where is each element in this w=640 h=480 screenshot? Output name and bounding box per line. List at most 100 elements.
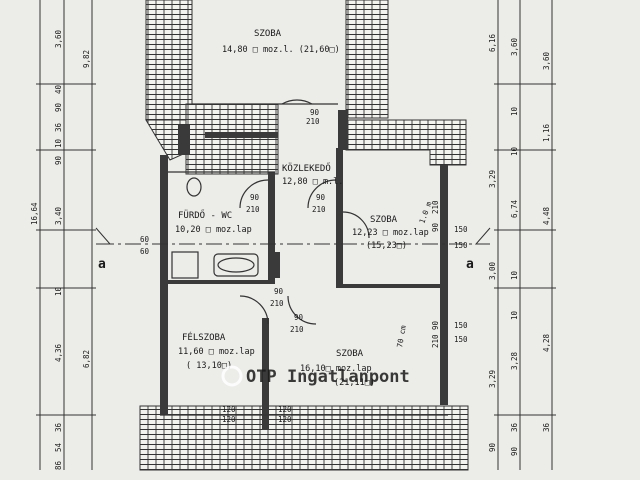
corridor-door-width: 90 [316, 193, 326, 202]
dim-right-12: 10 [510, 310, 519, 320]
sink-bowl [217, 257, 255, 273]
dim-right-5: 10 [510, 146, 519, 156]
wall-half-room-top [168, 280, 268, 284]
dim-left-5: 36 [54, 122, 63, 132]
dim-left-overall: 16,64 [30, 202, 39, 225]
watermark-logo-icon [221, 365, 243, 387]
corridor-name: KÖZLEKEDŐ [282, 163, 331, 174]
top-door-width: 90 [310, 108, 320, 117]
dim-left-6: 10 [54, 138, 63, 148]
bottom-room-name: SZOBA [336, 349, 364, 359]
wall-bottom-partition [336, 284, 448, 288]
dim-left-8: 3,40 [54, 206, 63, 225]
dim-ticks-right [494, 83, 556, 416]
section-label-left: a [98, 257, 106, 272]
right-door2-height: 210 [431, 334, 440, 348]
dim-right-8: 6,74 [510, 199, 519, 218]
dim-right-4: 10 [510, 106, 519, 116]
top-room-name: SZOBA [254, 29, 282, 39]
dim-right-14: 4,28 [542, 333, 551, 352]
door-swing-half [239, 295, 269, 325]
dim-left-7: 90 [54, 155, 63, 165]
wall-half-room-right [262, 318, 269, 430]
dim-right-6: 1,16 [542, 123, 551, 142]
bath-door-height: 210 [246, 205, 260, 214]
half-door-width: 90 [274, 287, 284, 296]
dim-left-10: 4,36 [54, 343, 63, 362]
right-window-height: 150 [454, 241, 468, 250]
bottom-door-height: 210 [290, 325, 304, 334]
roof-hatch-stair [185, 103, 279, 175]
half-room-name: FÉLSZOBA [182, 331, 226, 343]
bath-window-width: 60 [140, 235, 150, 244]
bottom-window-2: 120 [222, 415, 236, 424]
watermark-text: OTP Ingatlanpont [246, 367, 410, 387]
toilet [186, 177, 202, 197]
right-window2-height: 150 [454, 335, 468, 344]
bath-area: 10,20 □ moz.lap [175, 225, 252, 235]
right-door-height: 210 [431, 200, 440, 214]
roof-hatch-top-left [145, 0, 193, 121]
section-marker-left [95, 227, 112, 245]
dim-right-10: 3,00 [488, 261, 497, 280]
half-room-area: 11,60 □ moz.lap [178, 347, 255, 357]
bathtub [171, 251, 199, 279]
bath-door-width: 90 [250, 193, 260, 202]
dim-right-18: 90 [488, 442, 497, 452]
dim-right-9: 4,48 [542, 206, 551, 225]
bottom-door-width: 90 [294, 313, 304, 322]
dim-left-14: 86 [54, 460, 63, 470]
right-window-width: 150 [454, 225, 468, 234]
dim-ticks-left [36, 83, 96, 416]
wall-stair-top [205, 132, 278, 138]
door-swing-bottom [287, 295, 317, 325]
door-swing-top [281, 99, 313, 105]
roof-hatch-bottom [139, 405, 469, 471]
wall-left-outer [160, 155, 168, 415]
dim-left-2: 9,82 [82, 50, 91, 68]
dim-right-7: 3,29 [488, 170, 497, 188]
dim-right-11: 10 [510, 270, 519, 280]
dim-left-9: 10 [54, 286, 63, 296]
dim-left-11: 6,82 [82, 350, 91, 368]
dim-right-1: 6,16 [488, 33, 497, 52]
bath-window-height: 60 [140, 247, 150, 256]
corridor-door-height: 210 [312, 205, 326, 214]
dim-left-3: 40 [54, 84, 63, 94]
corridor-area: 12,80 □ m.l. [282, 177, 343, 187]
dim-left-4: 90 [54, 102, 63, 112]
dim-right-3: 3,60 [542, 51, 551, 70]
right-room-area-2: (15,23□) [366, 241, 407, 251]
section-marker-right [474, 227, 491, 245]
top-room-area: 14,80 □ moz.l. (21,60□) [222, 45, 340, 55]
wall-corridor-right [336, 148, 343, 288]
right-window2-width: 150 [454, 321, 468, 330]
dim-left-1: 3,60 [54, 29, 63, 48]
bottom-room-area: 16,10□ moz.lap [300, 364, 372, 374]
dim-right-19: 90 [510, 446, 519, 456]
dim-right-2: 3,60 [510, 37, 519, 56]
right-room-area: 12,23 □ moz.lap [352, 228, 429, 238]
roof-hatch-top-right [345, 0, 389, 119]
wall-top-left [178, 125, 190, 155]
dim-right-13: 3,28 [510, 351, 519, 370]
right-door-width: 90 [431, 222, 440, 232]
wall-top-right [338, 110, 348, 150]
dim-left-12: 36 [54, 422, 63, 432]
half-room-area-2: ( 13,10□) [186, 361, 232, 371]
bottom-window-3: 120 [278, 405, 292, 414]
door-swing-bath [239, 179, 269, 209]
section-label-right: a [466, 257, 474, 272]
stove [268, 252, 280, 278]
door-swing-corridor [307, 179, 337, 209]
dim-right-16: 36 [510, 422, 519, 432]
bottom-window-4: 120 [278, 415, 292, 424]
bath-name: FÜRDŐ - WC [178, 210, 232, 221]
wall-bath-right [268, 172, 275, 284]
right-room-name: SZOBA [370, 215, 398, 225]
handwritten-note-1: 70 cm [395, 324, 408, 348]
dim-right-15: 3,29 [488, 370, 497, 388]
right-door2-width: 90 [431, 320, 440, 330]
bottom-room-area-2: (21,11□) [334, 378, 375, 388]
